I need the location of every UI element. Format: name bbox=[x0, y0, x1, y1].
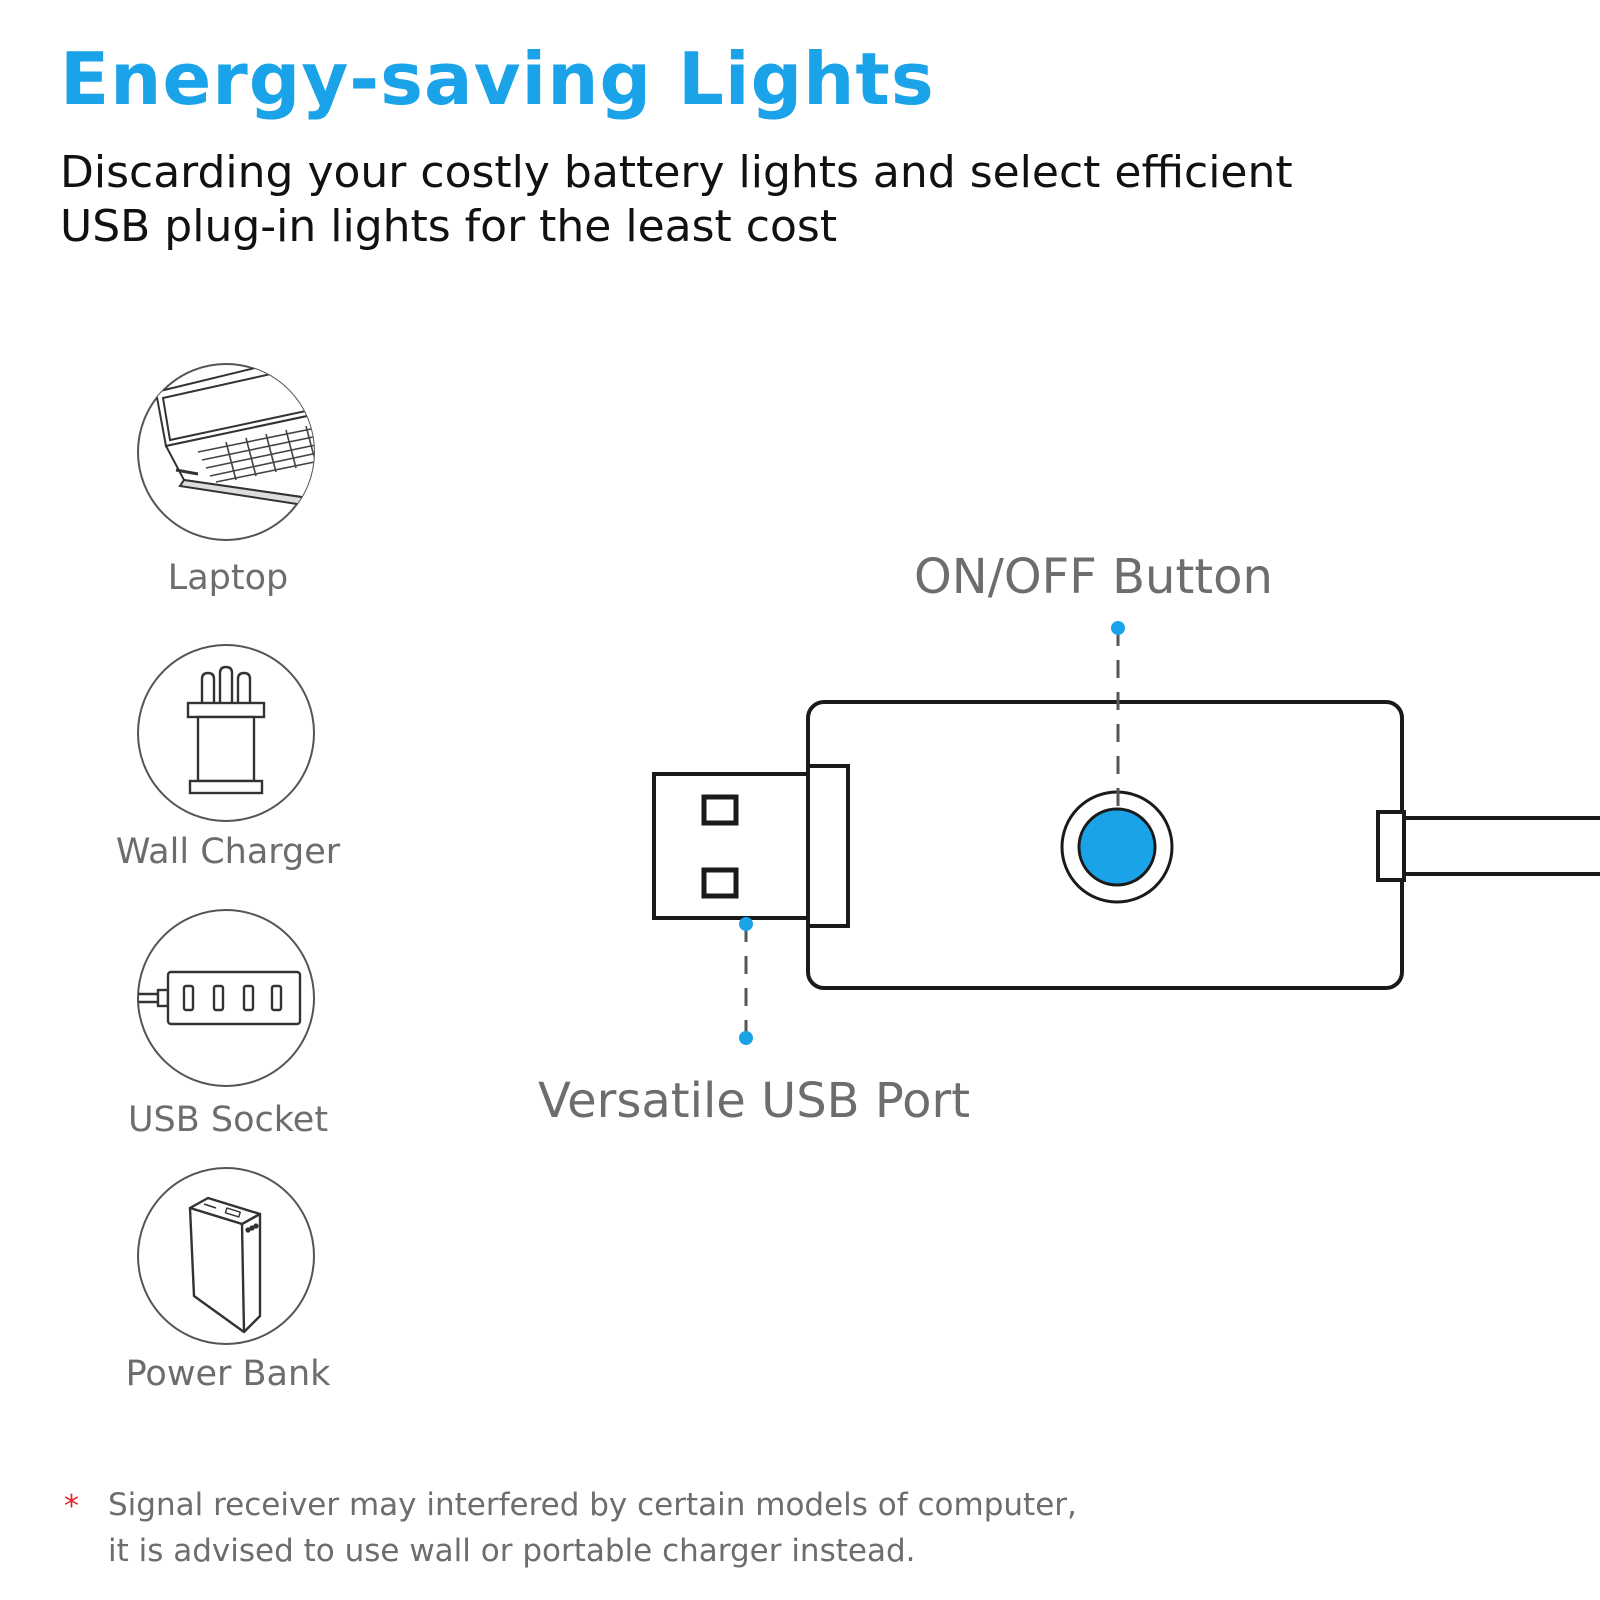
power-bank-icon bbox=[136, 1166, 316, 1346]
subtitle-line-1: Discarding your costly battery lights an… bbox=[60, 147, 1293, 198]
usb-port-label: Versatile USB Port bbox=[538, 1073, 971, 1129]
source-label-wall-charger: Wall Charger bbox=[115, 832, 341, 872]
warning-asterisk-icon: * bbox=[64, 1489, 79, 1524]
footnote-line-2: it is advised to use wall or portable ch… bbox=[108, 1533, 916, 1569]
cable bbox=[1404, 816, 1600, 876]
subtitle-line-2: USB plug-in lights for the least cost bbox=[60, 201, 838, 252]
usb-leader-dot-top bbox=[739, 917, 753, 931]
usb-light-body bbox=[806, 700, 1404, 990]
usb-hub-icon bbox=[136, 908, 316, 1088]
page-subtitle: Discarding your costly battery lights an… bbox=[60, 146, 1520, 254]
wall-charger-icon bbox=[136, 643, 316, 823]
usb-plug bbox=[652, 772, 812, 920]
footnote-line-1: Signal receiver may interfered by certai… bbox=[108, 1487, 1077, 1523]
page-title: Energy-saving Lights bbox=[60, 37, 935, 121]
button-ring bbox=[1060, 790, 1174, 904]
source-label-power-bank: Power Bank bbox=[125, 1354, 331, 1394]
button-leader-dot bbox=[1111, 621, 1125, 635]
source-label-usb-socket: USB Socket bbox=[127, 1100, 329, 1140]
usb-plug-pin-bottom bbox=[701, 867, 739, 899]
on-off-button-label: ON/OFF Button bbox=[914, 549, 1273, 605]
usb-leader-dot-bottom bbox=[739, 1031, 753, 1045]
laptop-icon bbox=[136, 362, 316, 542]
cable-connector bbox=[1376, 810, 1406, 882]
usb-plug-collar bbox=[806, 764, 850, 928]
on-off-button bbox=[1077, 807, 1157, 887]
source-label-laptop: Laptop bbox=[167, 558, 289, 598]
usb-plug-pin-top bbox=[701, 794, 739, 826]
